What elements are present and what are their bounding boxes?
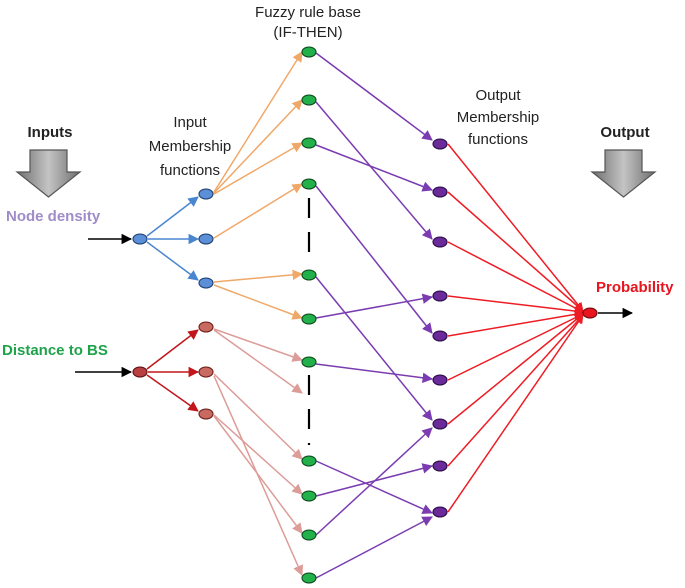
rule-node — [301, 46, 317, 58]
distance-mf-edges — [146, 329, 200, 412]
rule-node — [301, 455, 317, 467]
rule-node — [301, 490, 317, 502]
rule-node — [301, 94, 317, 106]
output-mf-node — [432, 506, 448, 518]
probability-label: Probability — [596, 279, 674, 296]
distance-to-bs-label: Distance to BS — [2, 342, 108, 359]
output-mf-label-line3: functions — [468, 131, 528, 148]
output-mf-label-line1: Output — [475, 87, 521, 104]
node-density-mf-node-2 — [198, 233, 214, 245]
node-density-root-node — [132, 233, 148, 245]
rule-node — [301, 313, 317, 325]
distance-mf-node-2 — [198, 366, 214, 378]
rule-output-edges — [315, 52, 434, 579]
output-mf-node — [432, 290, 448, 302]
rule-node — [301, 178, 317, 190]
distance-mf-node-3 — [198, 408, 214, 420]
distance-root-node — [132, 366, 148, 378]
rule-nodes — [301, 46, 317, 584]
input-mf-label-line2: Membership — [149, 138, 232, 155]
inputs-heading: Inputs — [28, 124, 73, 141]
input-mf-label-line3: functions — [160, 162, 220, 179]
rule-node — [301, 529, 317, 541]
rule-node — [301, 137, 317, 149]
node-density-rule-edges — [213, 51, 304, 320]
output-down-arrow-icon — [590, 149, 657, 198]
output-heading: Output — [600, 124, 649, 141]
distance-mf-node-1 — [198, 321, 214, 333]
output-mf-node — [432, 138, 448, 150]
output-mf-label-line2: Membership — [457, 109, 540, 126]
node-density-mf-edges — [146, 196, 200, 281]
rule-base-title-line2: (IF-THEN) — [273, 24, 342, 41]
distance-rule-edges — [213, 328, 303, 576]
output-mf-node — [432, 374, 448, 386]
rule-node — [301, 269, 317, 281]
inputs-down-arrow-icon — [15, 149, 82, 198]
node-density-label: Node density — [6, 208, 101, 225]
input-mf-label-line1: Input — [173, 114, 207, 131]
output-mf-node — [432, 236, 448, 248]
node-density-mf-node-3 — [198, 277, 214, 289]
rule-node — [301, 356, 317, 368]
rule-base-title-line1: Fuzzy rule base — [255, 4, 361, 21]
node-density-mf-node-1 — [198, 188, 214, 200]
output-mf-node — [432, 460, 448, 472]
probability-output-node — [582, 307, 598, 319]
output-mf-nodes — [432, 138, 448, 518]
output-mf-node — [432, 186, 448, 198]
output-probability-edges — [447, 143, 584, 513]
output-mf-node — [432, 330, 448, 342]
output-mf-node — [432, 418, 448, 430]
rule-node — [301, 572, 317, 584]
